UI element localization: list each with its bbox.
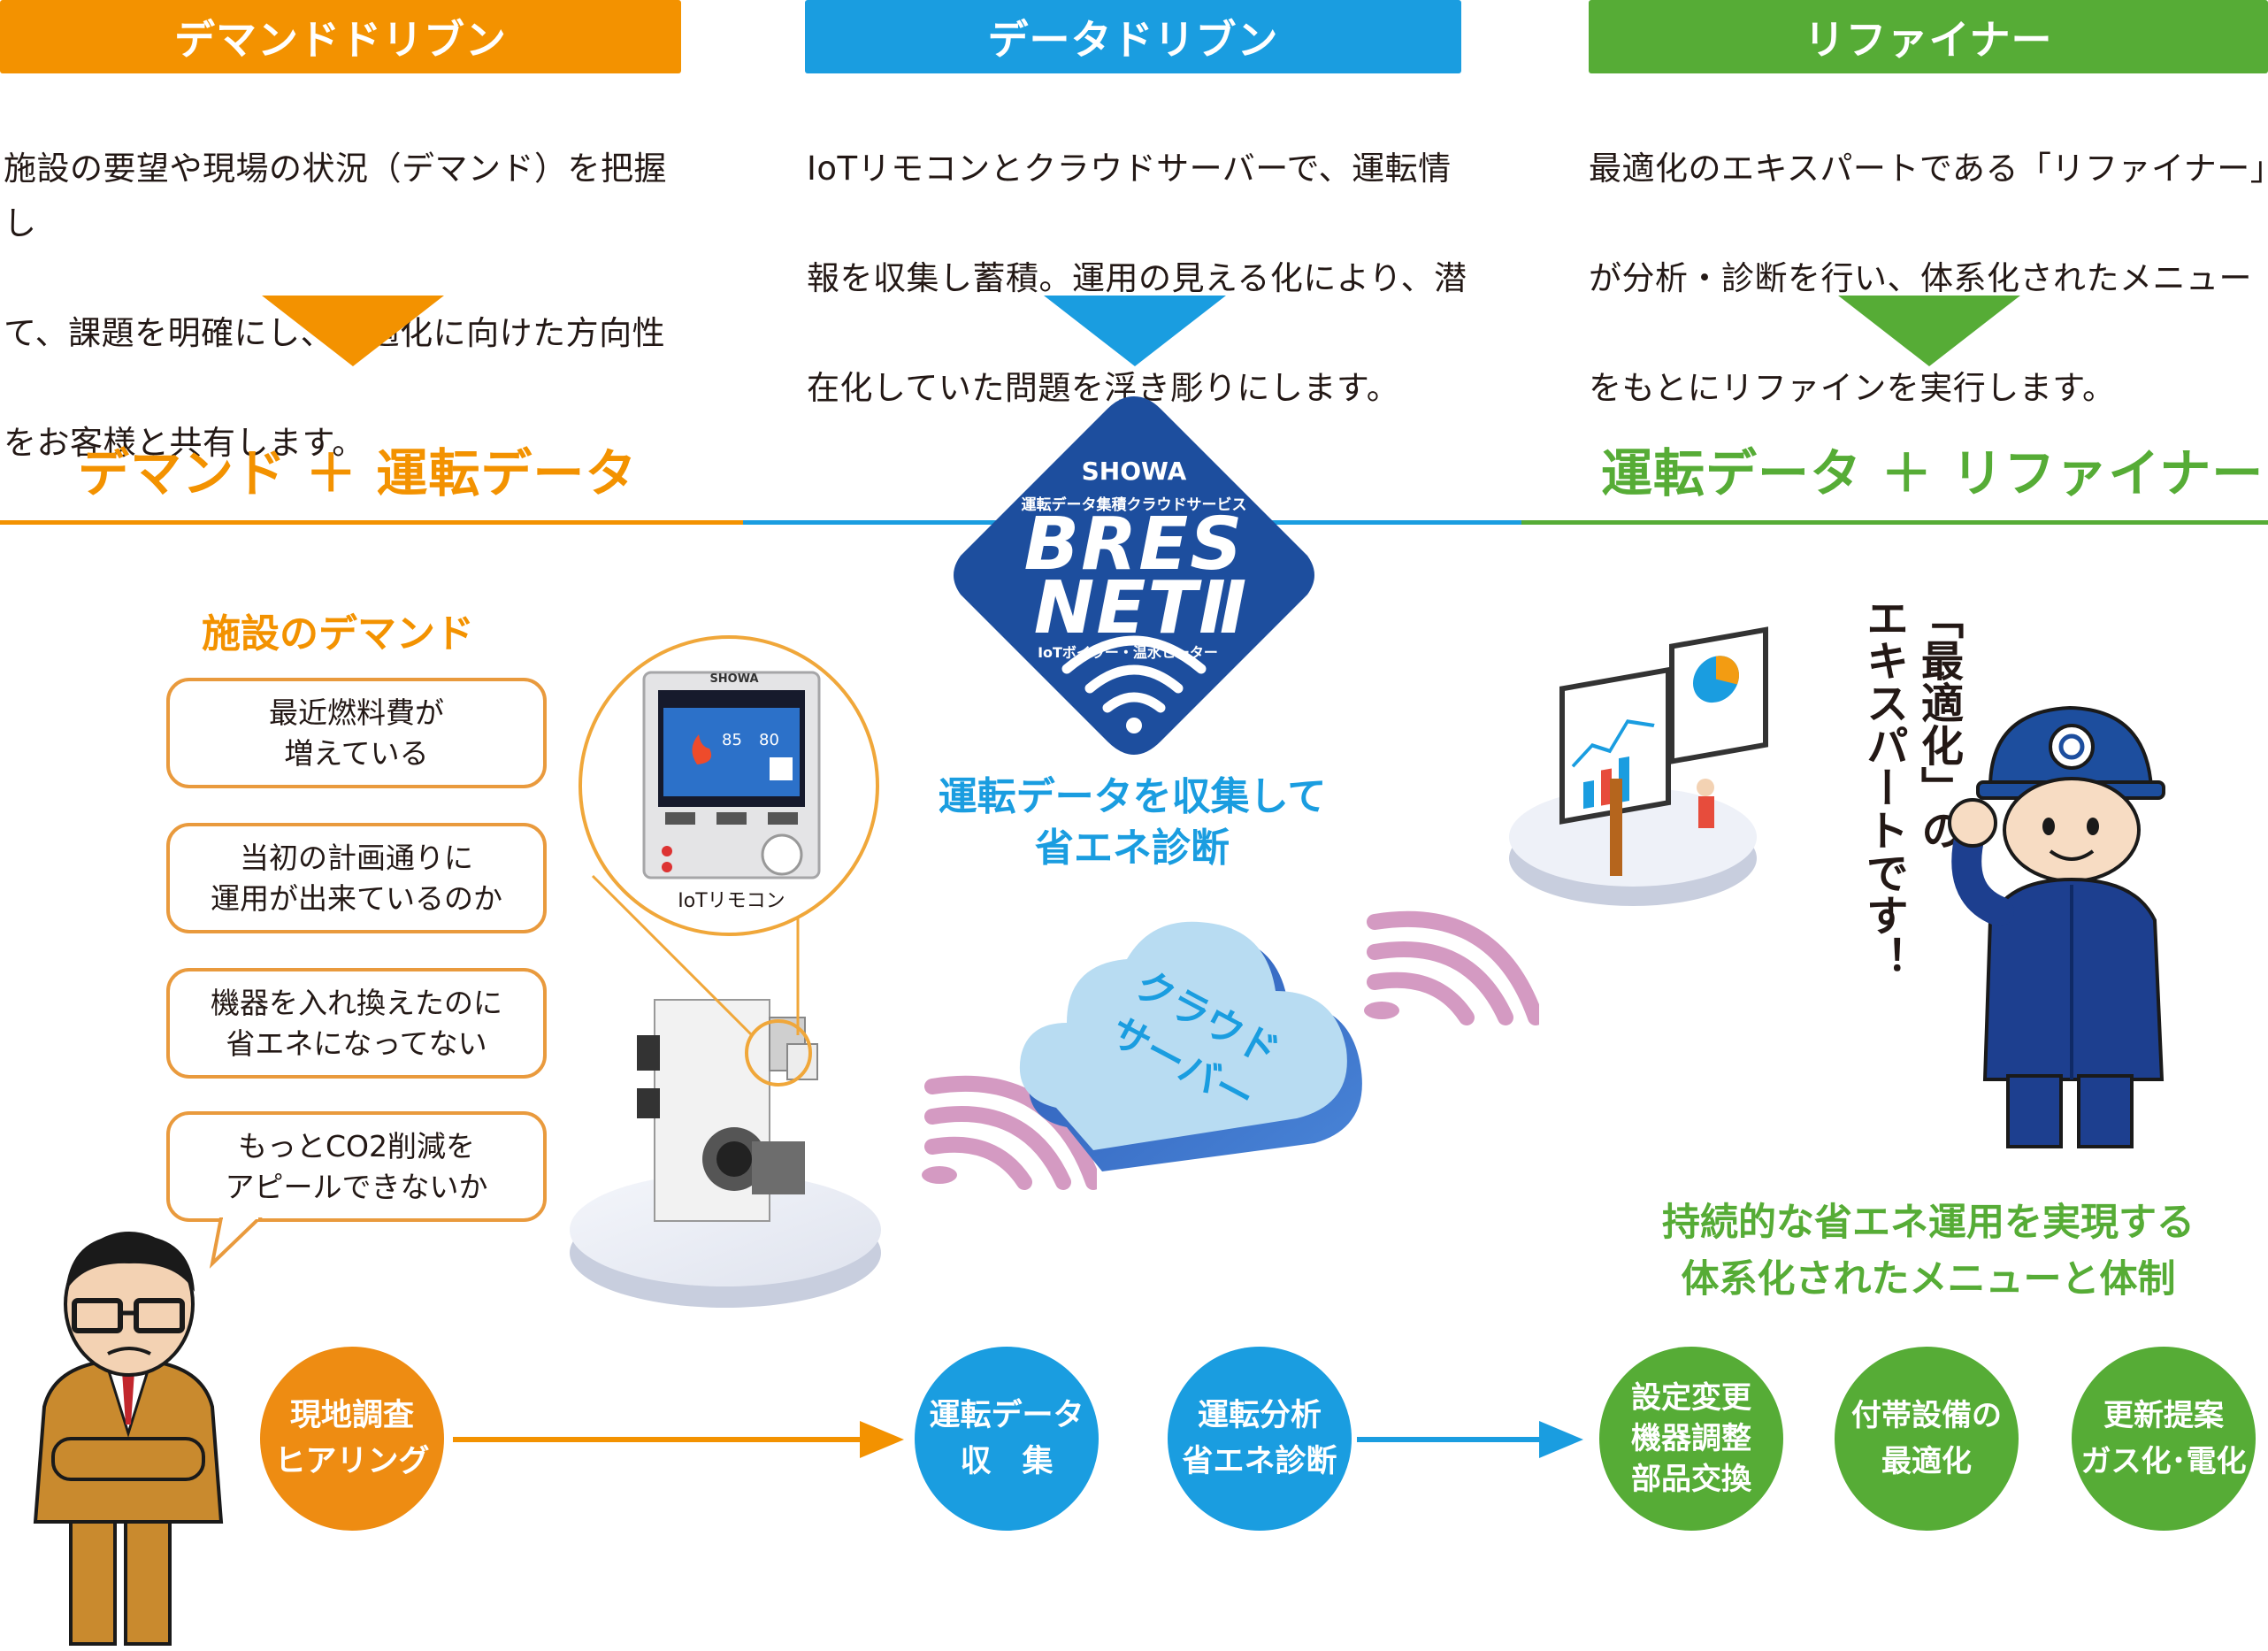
iot-remote-device-icon <box>642 671 821 879</box>
desc-line: 施設の要望や現場の状況（デマンド）を把握し <box>4 150 667 242</box>
bresnet-logo-diamond <box>954 396 1314 755</box>
down-arrow-green-icon <box>1838 296 2020 366</box>
demand-item: 当初の計画通りに 運用が出来ているのか <box>166 823 547 933</box>
desc-line: IoTリモコンとクラウドサーバーで、運転情 <box>807 150 1452 188</box>
demand-title: 施設のデマンド <box>202 611 474 657</box>
desc-line: をもとにリファインを実行します。 <box>1589 369 2116 407</box>
divider-orange <box>0 520 743 525</box>
desc-line: 最適化のエキスパートである「リファイナー」 <box>1589 150 2268 188</box>
header-refiner: リファイナー <box>1589 0 2268 73</box>
cloud-server-icon <box>1019 921 1362 1171</box>
divider-green <box>1521 520 2268 525</box>
desc-line: が分析・診断を行い、体系化されたメニュー <box>1589 259 2252 297</box>
flow-arrow-orange-icon <box>453 1421 904 1458</box>
logo-name-line2: NETⅡ <box>1033 566 1249 650</box>
data-driven-description: IoTリモコンとクラウドサーバーで、運転情 報を収集し蓄積。運用の見える化により… <box>807 87 1479 471</box>
remote-brand: SHOWA <box>709 672 759 686</box>
speech-bubble-tail <box>209 1217 263 1269</box>
demand-driven-description: 施設の要望や現場の状況（デマンド）を把握し て、課題を明確にし、最適化に向けた方… <box>4 87 693 526</box>
logo-service: 運転データ集積クラウドサービス <box>1021 496 1247 514</box>
remote-temp1: 85 <box>722 731 742 749</box>
expert-caption: 「最適化」の エキスパートです！ <box>1856 596 1965 979</box>
engineer-illustration <box>1948 705 2165 1148</box>
demand-item: 機器を入れ換えたのに 省エネになってない <box>166 968 547 1079</box>
desc-line: 在化していた問題を浮き彫りにします。 <box>807 369 1400 407</box>
flow-step-site-survey: 現地調査 ヒアリング <box>260 1347 444 1531</box>
down-arrow-orange-icon <box>262 296 444 366</box>
menu-settings-adjustment: 設定変更 機器調整 部品交換 <box>1599 1347 1783 1531</box>
demand-item: もっとCO2削減を アピールできないか <box>166 1111 547 1222</box>
flow-step-data-collection: 運転データ 収 集 <box>915 1347 1099 1531</box>
down-arrow-blue-icon <box>1044 296 1226 366</box>
remote-temp2: 80 <box>759 731 779 749</box>
desc-line: 報を収集し蓄積。運用の見える化により、潜 <box>807 259 1467 297</box>
caption-line: 運転データを収集して <box>938 774 1327 819</box>
analytics-dashboard-illustration <box>1509 626 1768 906</box>
caption-line: 省エネ診断 <box>1035 826 1230 871</box>
logo-sub: IoTボイラー・温水ヒーター <box>1038 644 1218 661</box>
green-caption-line: 持続的な省エネ運用を実現する <box>1662 1201 2195 1245</box>
menu-renewal-proposal: 更新提案 ガス化･電化 <box>2072 1347 2256 1531</box>
demand-item: 最近燃料費が 増えている <box>166 678 547 788</box>
stage-title-left: デマンド ＋ 運転データ <box>78 443 638 503</box>
refiner-description: 最適化のエキスパートである「リファイナー」 が分析・診断を行い、体系化されたメニ… <box>1589 87 2268 471</box>
wifi-waves-right-icon <box>1364 910 1539 1025</box>
desc-line: をお客様と共有します。 <box>4 424 365 462</box>
collect-caption: 運転データを収集して 省エネ診断 <box>911 772 1353 874</box>
header-demand-driven: デマンドドリブン <box>0 0 681 73</box>
flow-step-analysis: 運転分析 省エネ診断 <box>1168 1347 1352 1531</box>
green-caption: 持続的な省エネ運用を実現する 体系化されたメニューと体制 <box>1592 1194 2264 1308</box>
businessman-illustration <box>33 1232 224 1646</box>
flow-arrow-blue-icon <box>1357 1421 1583 1458</box>
logo-name-line1: BRES <box>1023 503 1245 587</box>
stage-title-right: 運転データ ＋ リファイナー <box>1601 443 2264 503</box>
iot-remote-label: IoTリモコン <box>678 890 785 912</box>
menu-auxiliary-optimization: 付帯設備の 最適化 <box>1835 1347 2019 1531</box>
expert-caption-line: エキスパートです！ <box>1858 596 1908 979</box>
boiler-platform <box>570 1173 881 1308</box>
header-data-driven: データドリブン <box>805 0 1461 73</box>
logo-brand: SHOWA <box>1081 457 1187 486</box>
green-caption-line: 体系化されたメニューと体制 <box>1681 1257 2176 1302</box>
